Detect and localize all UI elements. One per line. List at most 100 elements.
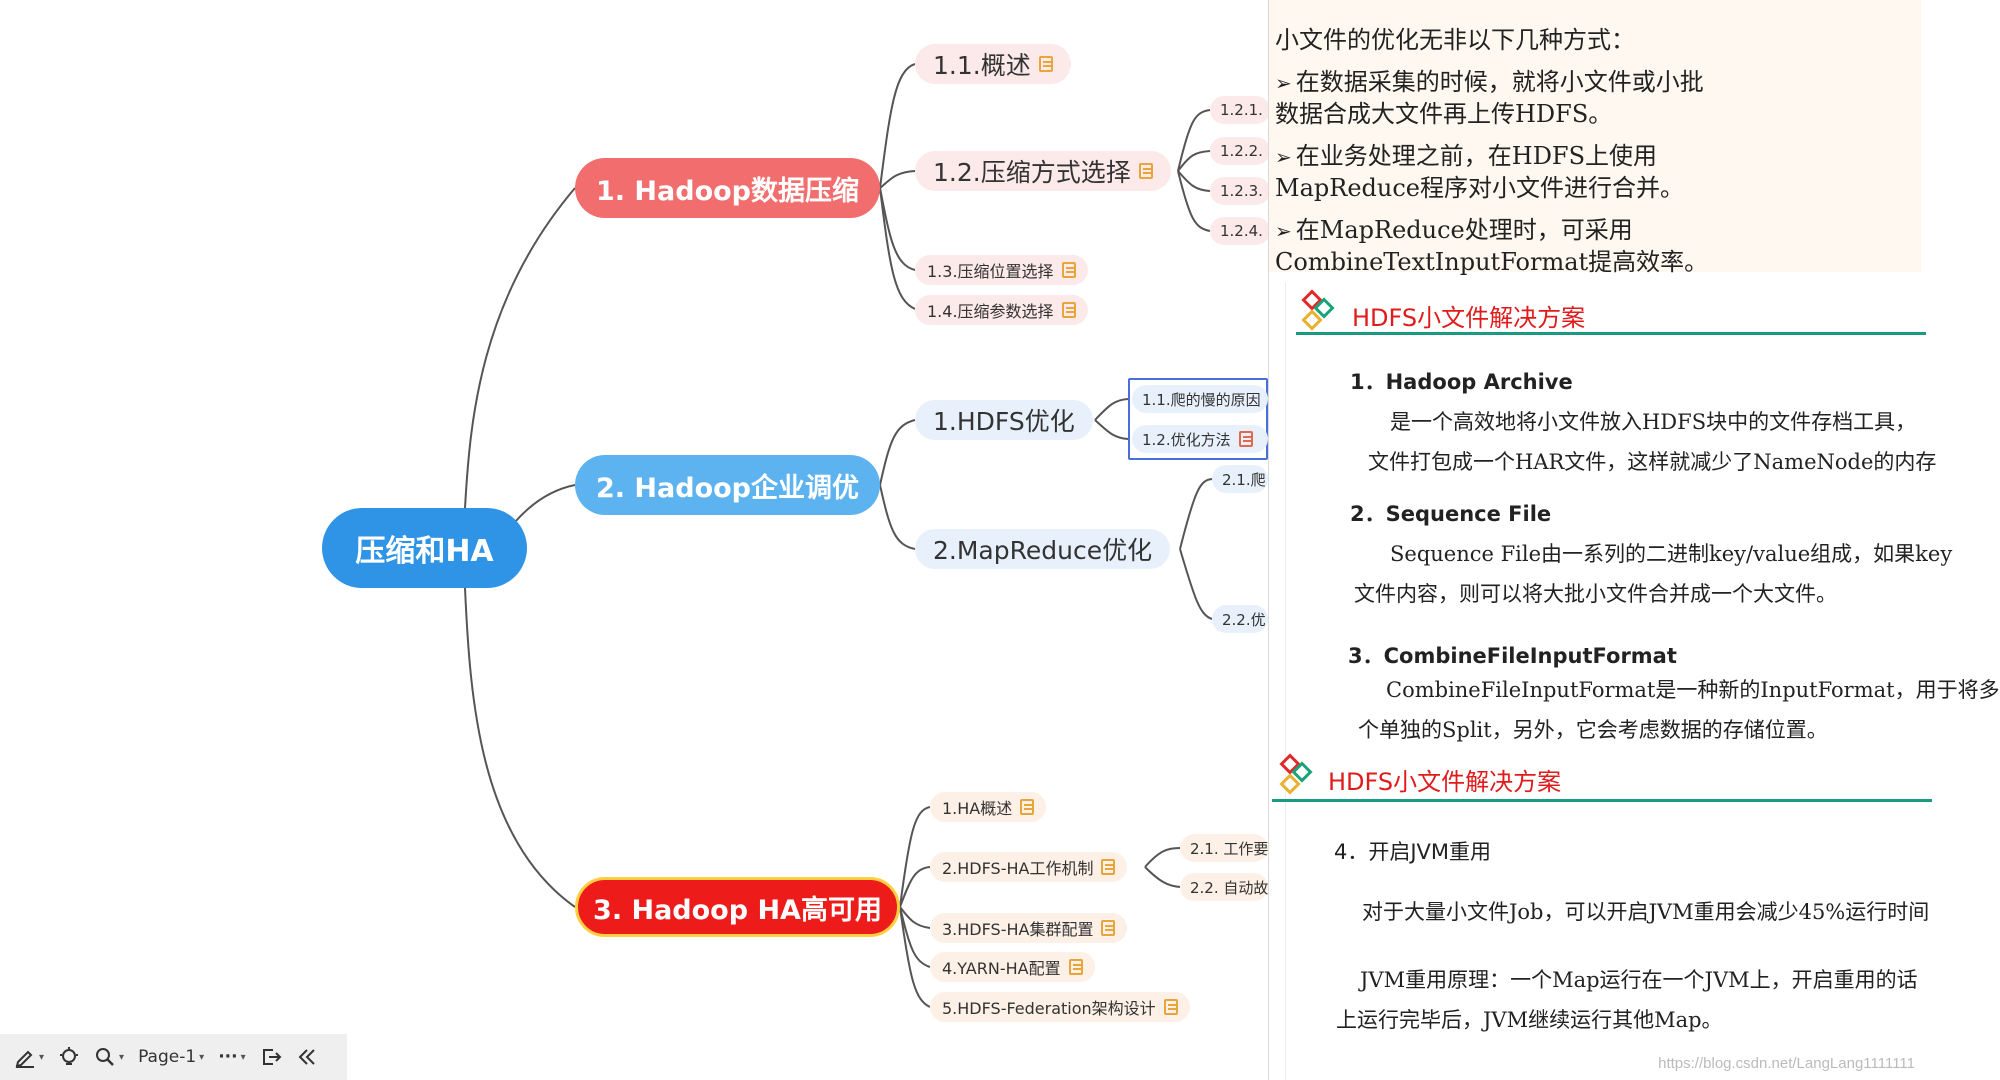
- note-icon[interactable]: [1238, 431, 1253, 447]
- topic-label: 1.2.3.: [1220, 182, 1263, 200]
- topic-label: 1.2.2.: [1220, 142, 1263, 160]
- topic-2-1[interactable]: 2.1.爬: [1212, 465, 1268, 493]
- chevron-down-icon: ▾: [199, 1051, 205, 1063]
- bulb-icon: [60, 1047, 79, 1065]
- collapse-toolbar-button[interactable]: [296, 1046, 318, 1068]
- topic-label: 5.HDFS-Federation架构设计: [942, 999, 1156, 1018]
- topic-label: 2.1. 工作要: [1190, 839, 1269, 858]
- watermark-text: https://blog.csdn.net/LangLang1111111: [1658, 1055, 1915, 1072]
- topic-label: 2.HDFS-HA工作机制: [942, 859, 1094, 878]
- page-label: Page-1: [138, 1047, 197, 1067]
- topic-optimization-method[interactable]: 1.2.优化方法: [1132, 425, 1268, 453]
- export-icon: [262, 1049, 282, 1065]
- pen-tool-button[interactable]: ▾: [14, 1046, 44, 1068]
- note-icon[interactable]: [1068, 959, 1083, 975]
- more-button[interactable]: ···▾: [218, 1047, 245, 1067]
- mindmap-canvas[interactable]: 压缩和HA 1. Hadoop数据压缩 2. Hadoop企业调优 3. Had…: [0, 0, 1920, 1080]
- summary-text: 在数据采集的时候，就将小文件或小批: [1295, 68, 1704, 96]
- root-topic-label: 压缩和HA: [355, 534, 494, 569]
- note-icon[interactable]: [1020, 799, 1035, 815]
- topic-1-2-3[interactable]: 1.2.3.: [1210, 177, 1270, 205]
- paragraph: JVM重用原理：一个Map运行在一个JVM上，开启重用的话: [1360, 968, 1918, 992]
- chevron-down-icon: ▾: [240, 1051, 246, 1063]
- summary-note: 小文件的优化无非以下几种方式： ➢在数据采集的时候，就将小文件或小批 数据合成大…: [1269, 0, 1921, 276]
- heading-jvm-reuse: 4．开启JVM重用: [1334, 840, 1492, 864]
- topic-1-1-overview[interactable]: 1.1.概述: [915, 44, 1071, 84]
- section-divider: [1272, 799, 1932, 802]
- section-title: HDFS小文件解决方案: [1328, 768, 1562, 796]
- export-button[interactable]: [260, 1046, 282, 1068]
- topic-label: 1.2.优化方法: [1142, 430, 1231, 449]
- topic-1-2-4[interactable]: 1.2.4.: [1210, 217, 1270, 245]
- note-icon[interactable]: [1101, 920, 1116, 936]
- bullet-arrow-icon: ➢: [1275, 71, 1292, 95]
- summary-text: 数据合成大文件再上传HDFS。: [1275, 100, 1613, 128]
- topic-label: 3.HDFS-HA集群配置: [942, 920, 1094, 939]
- mindmap-connectors: [464, 63, 1213, 1008]
- paragraph: 文件打包成一个HAR文件，这样就减少了NameNode的内存: [1368, 450, 1937, 474]
- topic-hdfs-optimization[interactable]: 1.HDFS优化: [915, 400, 1093, 440]
- zoom-button[interactable]: ▾: [94, 1046, 124, 1068]
- note-icon[interactable]: [1163, 999, 1178, 1015]
- topic-label: 4.YARN-HA配置: [942, 959, 1061, 978]
- topic-2-2[interactable]: 2.2.优: [1212, 605, 1268, 633]
- summary-bullet-1: ➢在数据采集的时候，就将小文件或小批: [1275, 62, 1704, 97]
- summary-text: MapReduce程序对小文件进行合并。: [1275, 174, 1684, 202]
- topic-ha-2-1[interactable]: 2.1. 工作要: [1180, 834, 1268, 862]
- topic-label: 1.1.概述: [933, 51, 1031, 80]
- topic-ha-overview[interactable]: 1.HA概述: [930, 792, 1047, 822]
- paragraph: 个单独的Split，另外，它会考虑数据的存储位置。: [1358, 718, 1828, 742]
- summary-text: 在MapReduce处理时，可采用: [1295, 216, 1633, 244]
- chevron-down-icon: ▾: [119, 1051, 125, 1063]
- topic-mapreduce-optimization[interactable]: 2.MapReduce优化: [915, 529, 1171, 569]
- note-icon[interactable]: [1101, 859, 1116, 875]
- topic-label: 1.2.1.: [1220, 101, 1263, 119]
- note-icon[interactable]: [1061, 262, 1076, 278]
- topic-hdfs-federation[interactable]: 5.HDFS-Federation架构设计: [930, 992, 1190, 1022]
- topic-1-3-position-choice[interactable]: 1.3.压缩位置选择: [915, 255, 1088, 285]
- page-selector[interactable]: Page-1▾: [138, 1047, 204, 1067]
- topic-label: 1.2.压缩方式选择: [933, 158, 1131, 187]
- bullet-arrow-icon: ➢: [1275, 219, 1292, 243]
- topic-1-2-1[interactable]: 1.2.1.: [1210, 96, 1270, 124]
- note-icon[interactable]: [1138, 163, 1153, 179]
- topic-slow-reason[interactable]: 1.1.爬的慢的原因: [1132, 385, 1268, 413]
- topic-ha-2-2[interactable]: 2.2. 自动故: [1180, 873, 1268, 901]
- topic-label: 1.2.4.: [1220, 222, 1263, 240]
- summary-bullet-2: ➢在业务处理之前，在HDFS上使用: [1275, 136, 1657, 171]
- bottom-toolbar: ▾ ▾ Page-1▾ ···▾: [0, 1034, 347, 1080]
- topic-1-4-parameter-choice[interactable]: 1.4.压缩参数选择: [915, 295, 1088, 325]
- diamond-logo-icon: [1301, 289, 1335, 331]
- paragraph: 是一个高效地将小文件放入HDFS块中的文件存档工具，: [1390, 410, 1917, 434]
- root-topic[interactable]: 压缩和HA: [322, 508, 527, 588]
- chevron-down-icon: ▾: [39, 1051, 45, 1063]
- note-icon[interactable]: [1061, 302, 1076, 318]
- topic-label: 1.HDFS优化: [933, 407, 1075, 436]
- topic-label: 2. Hadoop企业调优: [595, 472, 859, 504]
- topic-yarn-ha-config[interactable]: 4.YARN-HA配置: [930, 952, 1095, 982]
- paragraph: 文件内容，则可以将大批小文件合并成一个大文件。: [1354, 582, 1837, 606]
- idea-button[interactable]: [58, 1046, 80, 1068]
- topic-hadoop-ha[interactable]: 3. Hadoop HA高可用: [575, 877, 900, 937]
- topic-1-2-compression-choice[interactable]: 1.2.压缩方式选择: [915, 151, 1171, 191]
- topic-label: 1.1.爬的慢的原因: [1142, 390, 1261, 409]
- topic-hdfs-ha-config[interactable]: 3.HDFS-HA集群配置: [930, 913, 1128, 943]
- paragraph: Sequence File由一系列的二进制key/value组成，如果key: [1390, 542, 1953, 566]
- topic-label: 2.2. 自动故: [1190, 878, 1269, 897]
- topic-hdfs-ha-mechanism[interactable]: 2.HDFS-HA工作机制: [930, 852, 1128, 882]
- section-title: HDFS小文件解决方案: [1352, 304, 1586, 332]
- summary-intro: 小文件的优化无非以下几种方式：: [1275, 26, 1635, 54]
- heading-sequence-file: 2．Sequence File: [1350, 502, 1552, 526]
- topic-label: 3. Hadoop HA高可用: [593, 894, 882, 926]
- topic-hadoop-compression[interactable]: 1. Hadoop数据压缩: [575, 158, 880, 218]
- topic-1-2-2[interactable]: 1.2.2.: [1210, 137, 1270, 165]
- document-panel: 小文件的优化无非以下几种方式： ➢在数据采集的时候，就将小文件或小批 数据合成大…: [1268, 0, 2000, 1080]
- heading-hadoop-archive: 1．Hadoop Archive: [1350, 370, 1573, 394]
- topic-label: 2.1.爬: [1222, 470, 1266, 489]
- heading-combine-file-input-format: 3．CombineFileInputFormat: [1348, 644, 1677, 668]
- paragraph: 上运行完毕后，JVM继续运行其他Map。: [1336, 1008, 1723, 1032]
- topic-hadoop-tuning[interactable]: 2. Hadoop企业调优: [575, 455, 880, 515]
- paragraph: CombineFileInputFormat是一种新的InputFormat，用…: [1386, 678, 2000, 702]
- note-icon[interactable]: [1038, 56, 1053, 72]
- topic-label: 1.4.压缩参数选择: [927, 302, 1054, 321]
